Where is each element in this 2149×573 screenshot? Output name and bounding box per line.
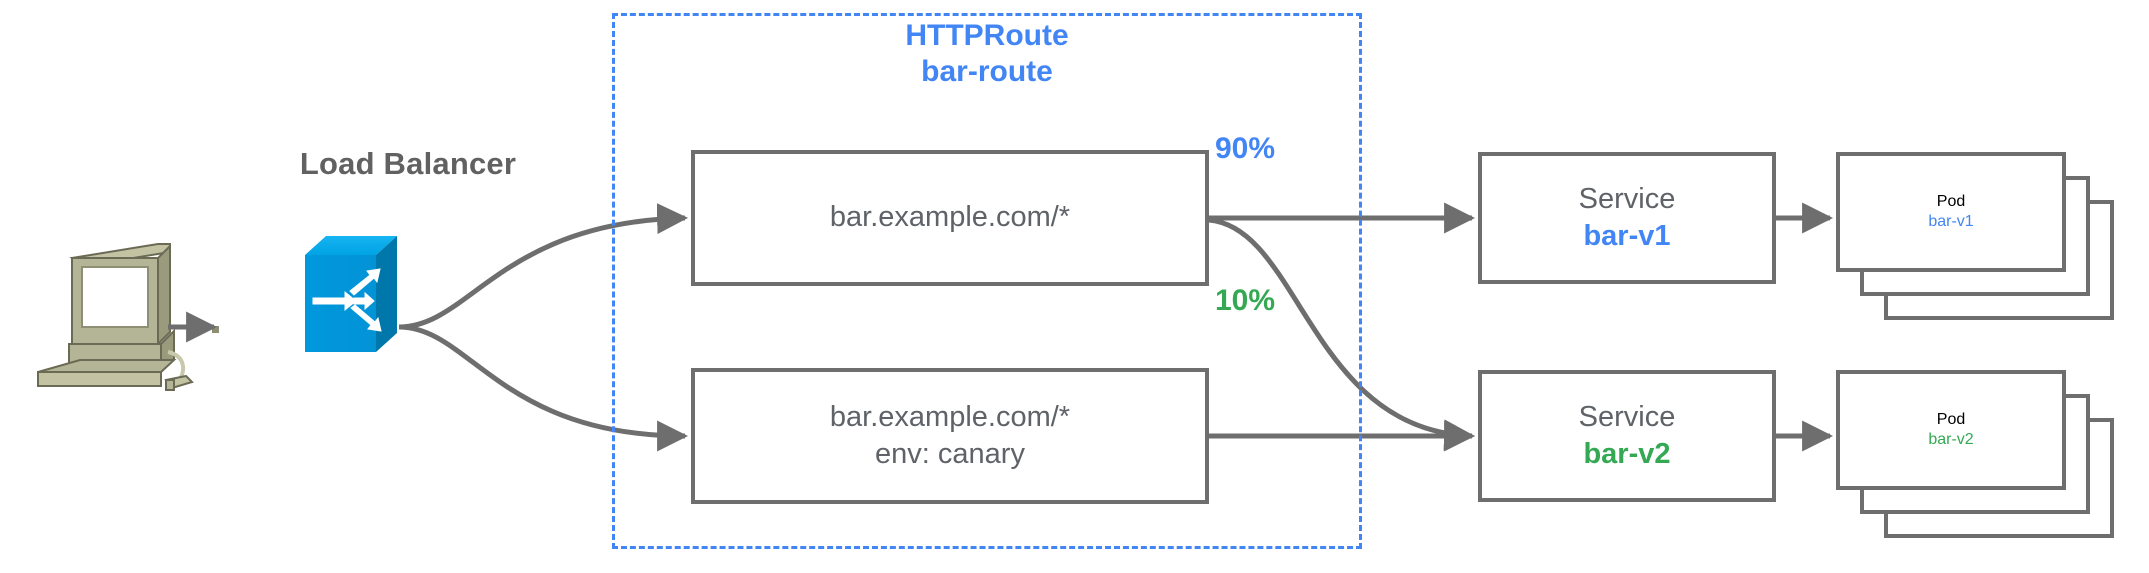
service-2-kind: Service: [1578, 400, 1676, 433]
load-balancer-label: Load Balancer: [299, 146, 517, 181]
rule-1-match-line-1: bar.example.com/*: [829, 201, 1071, 234]
rule-2-match-line-1: bar.example.com/*: [829, 400, 1071, 433]
wire-lb-to-rule-2: [398, 324, 689, 452]
wire-lb-to-rule-1: [398, 203, 689, 330]
httproute-boundary: [612, 13, 1362, 549]
pod-stack-bar-v2[interactable]: Pod bar-v2: [1836, 370, 2136, 560]
rule-2-match-line-2: env: canary: [875, 438, 1025, 470]
weight-label-90: 90%: [1215, 132, 1276, 165]
pod-1-name: bar-v1: [1928, 213, 1974, 230]
workstation-computer-icon: [37, 243, 219, 391]
service-1-name: bar-v1: [1583, 220, 1671, 252]
service-bar-v1[interactable]: Service bar-v1: [1478, 152, 1776, 284]
pod-2-kind: Pod: [1936, 410, 1966, 428]
pod-replica-1[interactable]: Pod bar-v1: [1836, 152, 2066, 272]
httproute-rule-1[interactable]: bar.example.com/*: [691, 150, 1209, 286]
service-1-kind: Service: [1578, 182, 1676, 215]
pod-2-name: bar-v2: [1928, 431, 1974, 448]
httproute-kind-label: HTTPRoute: [905, 19, 1069, 52]
weight-label-10: 10%: [1215, 284, 1276, 317]
httproute-name-label: bar-route: [921, 55, 1053, 88]
load-balancer-switch-icon: [305, 236, 397, 352]
httproute-rule-2[interactable]: bar.example.com/* env: canary: [691, 368, 1209, 504]
pod-1-kind: Pod: [1936, 192, 1966, 210]
pod-stack-bar-v1[interactable]: Pod bar-v1: [1836, 152, 2136, 342]
service-bar-v2[interactable]: Service bar-v2: [1478, 370, 1776, 502]
wire-rule1-to-svc2-10: [1208, 217, 1476, 451]
pod-replica-1[interactable]: Pod bar-v2: [1836, 370, 2066, 490]
service-2-name: bar-v2: [1583, 438, 1671, 470]
